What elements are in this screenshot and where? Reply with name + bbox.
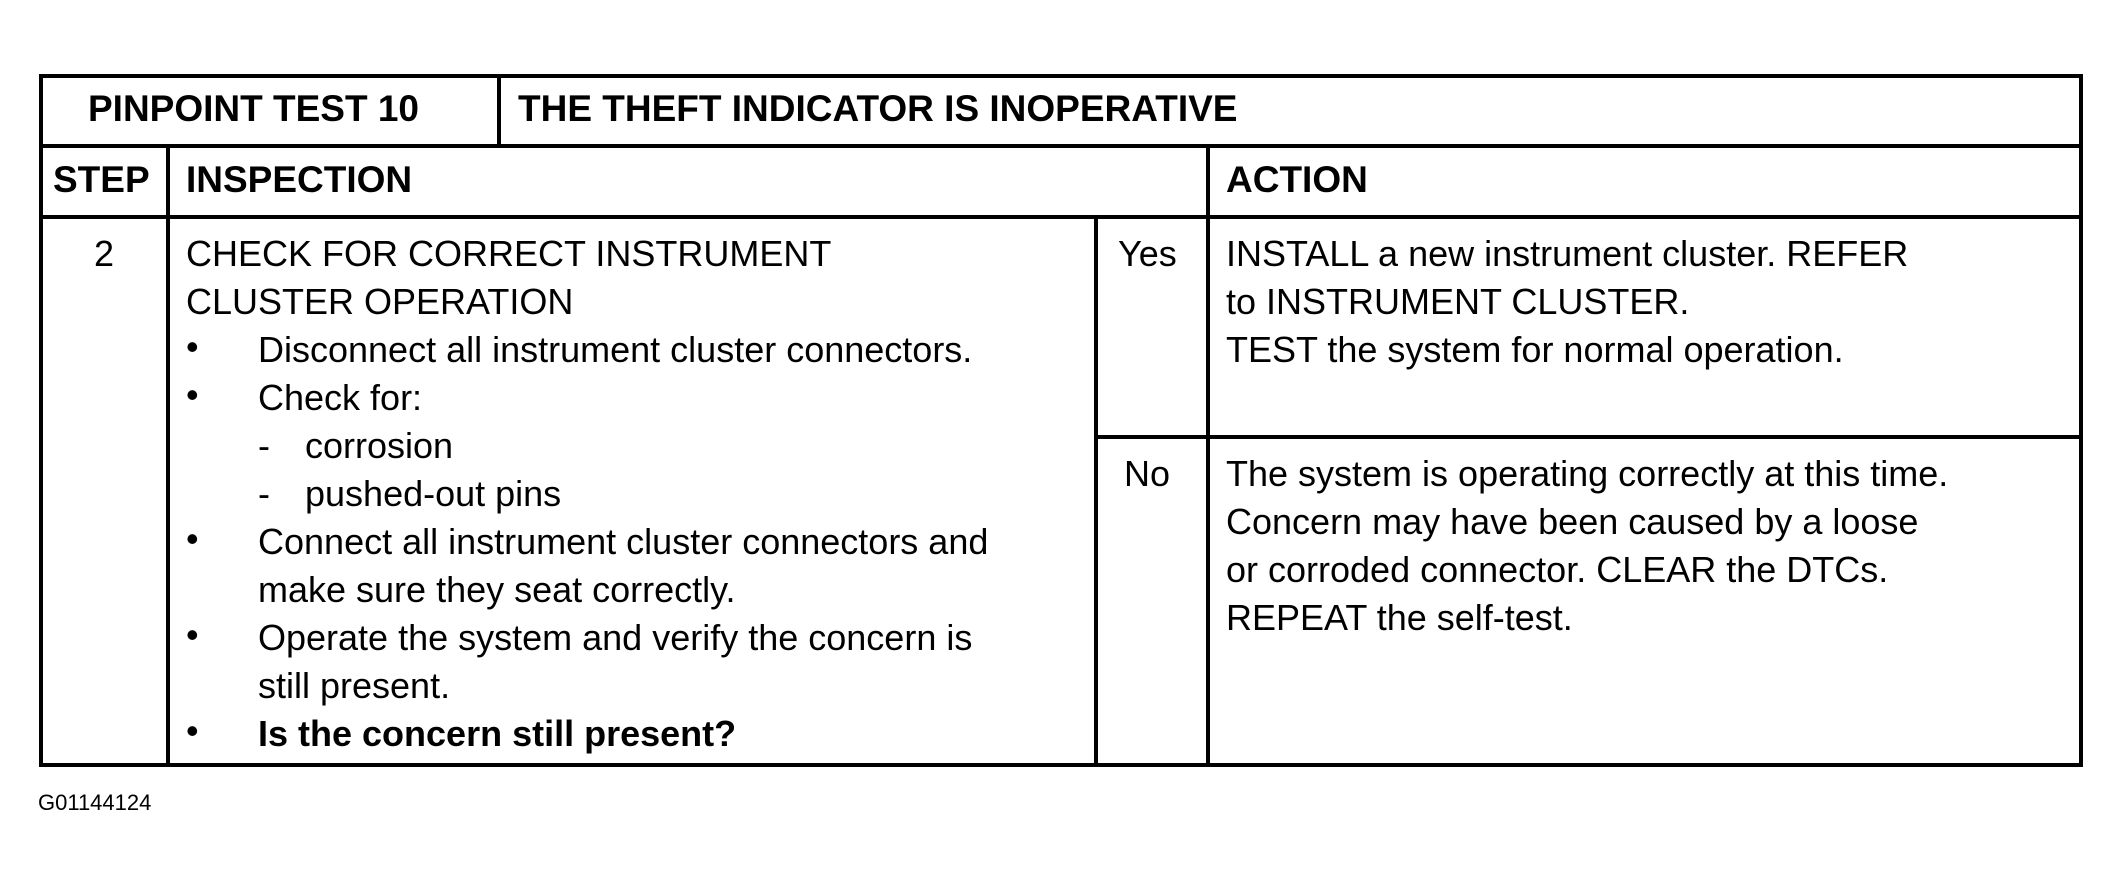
outcome-no-label: No (1124, 453, 1171, 494)
column-header-divider (43, 215, 2079, 219)
sub-item-pushed-out-pins: pushed-out pins (305, 473, 562, 514)
bullet-marker: • (186, 374, 199, 415)
sub-item-dash: - (258, 473, 270, 514)
inspection-title-line1: CHECK FOR CORRECT INSTRUMENT (186, 233, 832, 274)
outcome-no-action-line3: or corroded connector. CLEAR the DTCs. (1226, 549, 1889, 590)
outcome-yes-action-line3: TEST the system for normal operation. (1226, 329, 1844, 370)
title-divider (497, 78, 501, 144)
outcome-no-action-line2: Concern may have been caused by a loose (1226, 501, 1919, 542)
bullet-check-for: Check for: (258, 377, 423, 418)
bullet-disconnect: Disconnect all instrument cluster connec… (258, 329, 973, 370)
inspection-title-line2: CLUSTER OPERATION (186, 281, 574, 322)
action-divider (1206, 144, 1210, 763)
bullet-operate-cont: still present. (258, 665, 451, 706)
bullet-connect-cont: make sure they seat correctly. (258, 569, 736, 610)
column-action: ACTION (1226, 159, 1368, 200)
outcome-yes-action-line1: INSTALL a new instrument cluster. REFER (1226, 233, 1909, 274)
step-divider (166, 144, 170, 763)
yes-no-divider (1094, 435, 2079, 439)
outcome-no-action-line1: The system is operating correctly at thi… (1226, 453, 1949, 494)
column-step: STEP (53, 159, 150, 200)
outcome-yes-action-line2: to INSTRUMENT CLUSTER. (1226, 281, 1690, 322)
bullet-question: Is the concern still present? (258, 713, 737, 754)
inspection-divider (1094, 215, 1098, 763)
pinpoint-test-table: PINPOINT TEST 10 THE THEFT INDICATOR IS … (39, 74, 2083, 767)
bullet-marker: • (186, 326, 199, 367)
outcome-no-action-line4: REPEAT the self-test. (1226, 597, 1573, 638)
bullet-marker: • (186, 614, 199, 655)
header-divider (43, 144, 2079, 148)
outcome-yes-label: Yes (1118, 233, 1177, 274)
sub-item-corrosion: corrosion (305, 425, 454, 466)
test-title: THE THEFT INDICATOR IS INOPERATIVE (518, 88, 1238, 129)
bullet-marker: • (186, 710, 199, 751)
bullet-connect: Connect all instrument cluster connector… (258, 521, 989, 562)
figure-id: G01144124 (38, 790, 152, 815)
column-inspection: INSPECTION (186, 159, 413, 200)
bullet-operate: Operate the system and verify the concer… (258, 617, 973, 658)
sub-item-dash: - (258, 425, 270, 466)
bullet-marker: • (186, 518, 199, 559)
test-id: PINPOINT TEST 10 (88, 88, 420, 129)
step-number: 2 (94, 233, 115, 274)
